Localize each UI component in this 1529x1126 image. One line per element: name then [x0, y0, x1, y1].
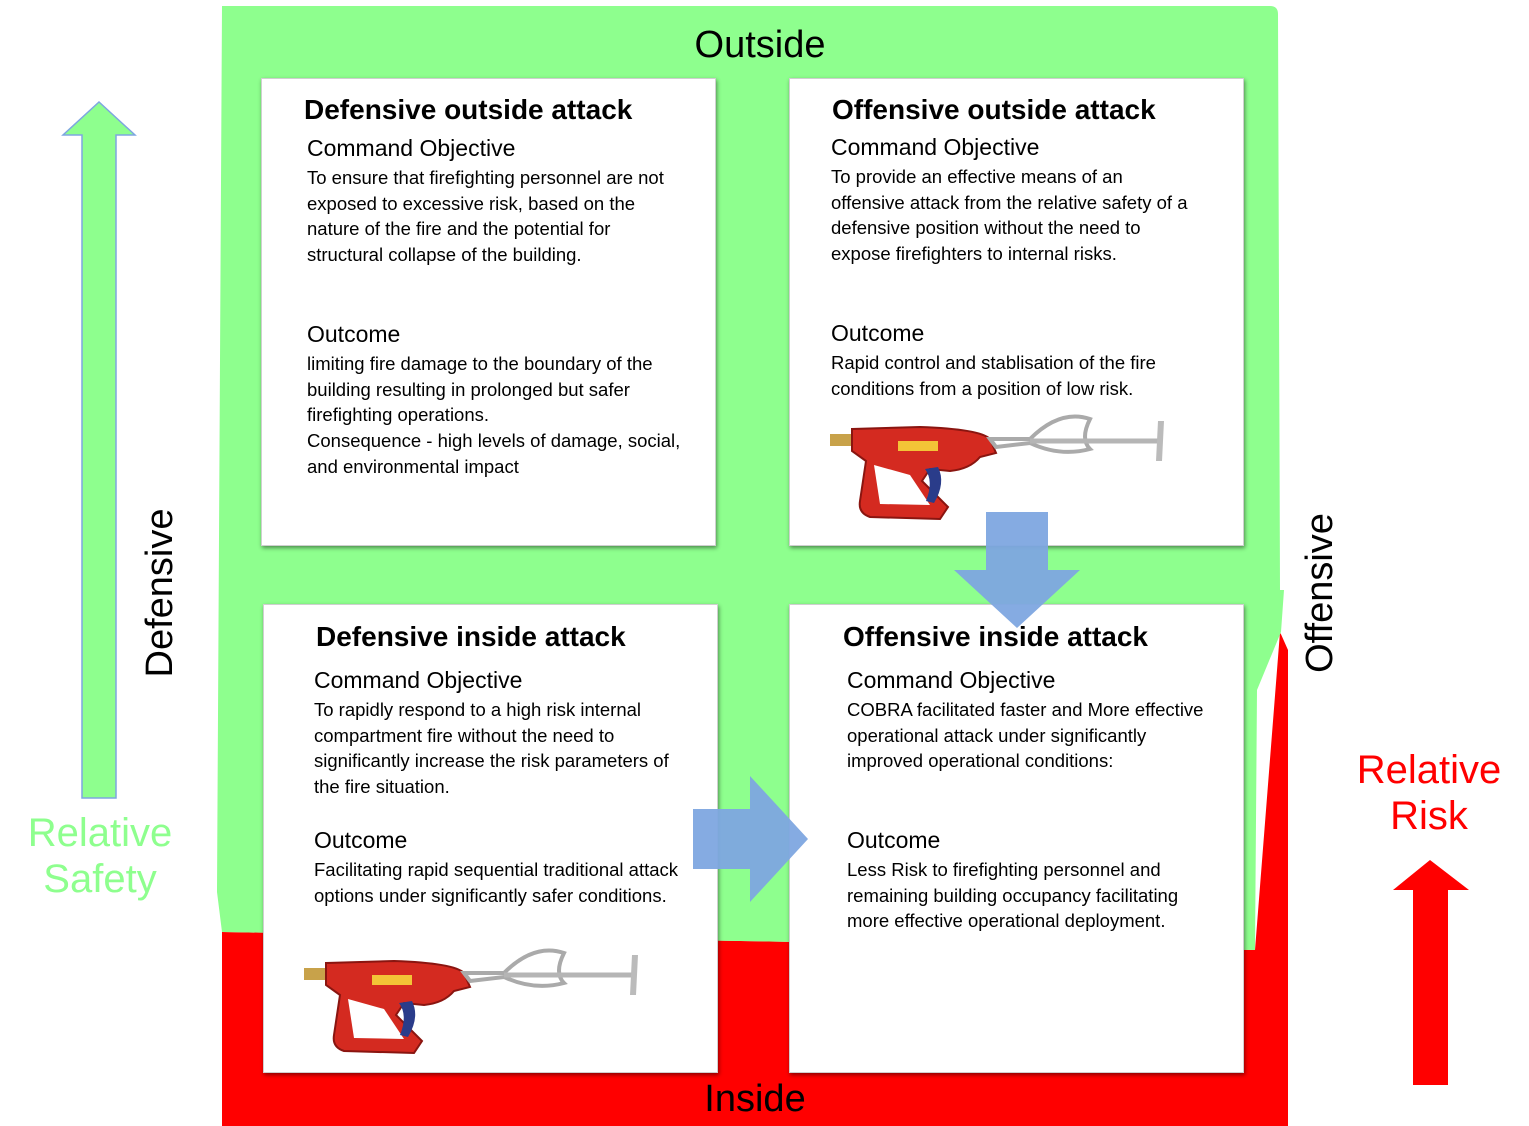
- objective-text: To rapidly respond to a high risk intern…: [314, 699, 669, 797]
- objective-heading: Command Objective: [307, 135, 516, 161]
- outcome-heading: Outcome: [831, 320, 925, 346]
- relative-risk-line1: Relative: [1356, 748, 1502, 792]
- card-defensive-outside: Defensive outside attack Command Objecti…: [261, 78, 716, 546]
- relative-safety-label: Relative Safety: [0, 810, 200, 902]
- objective-heading: Command Objective: [847, 667, 1056, 693]
- objective-text: To ensure that firefighting personnel ar…: [307, 167, 664, 265]
- card-title: Offensive inside attack: [843, 621, 1149, 652]
- relative-safety-line2: Safety: [43, 857, 157, 901]
- card-title: Defensive outside attack: [304, 94, 633, 125]
- cobra-lance-image: [830, 414, 1164, 521]
- relative-risk-line2: Risk: [1390, 794, 1468, 838]
- inside-label: Inside: [704, 1078, 806, 1120]
- card-title: Defensive inside attack: [316, 621, 626, 652]
- outcome-text: Rapid control and stablisation of the fi…: [831, 352, 1156, 399]
- relative-risk-arrow: [1393, 860, 1469, 1085]
- outcome-text: Facilitating rapid sequential traditiona…: [314, 859, 679, 906]
- right-arrow-icon: [693, 776, 808, 902]
- consequence-text: Consequence - high levels of damage, soc…: [307, 430, 681, 477]
- outcome-text: limiting fire damage to the boundary of …: [307, 353, 653, 425]
- objective-text: To provide an effective means of an offe…: [831, 166, 1188, 264]
- outcome-heading: Outcome: [314, 827, 408, 853]
- relative-safety-arrow: [61, 100, 137, 799]
- relative-safety-line1: Relative: [27, 811, 173, 855]
- relative-risk-label: Relative Risk: [1329, 747, 1529, 839]
- down-arrow-icon: [954, 512, 1080, 628]
- objective-text: COBRA facilitated faster and More effect…: [847, 699, 1204, 771]
- outside-label: Outside: [694, 24, 826, 66]
- outcome-text: Less Risk to firefighting personnel and …: [847, 859, 1179, 931]
- objective-heading: Command Objective: [314, 667, 523, 693]
- outcome-heading: Outcome: [847, 827, 941, 853]
- outcome-heading: Outcome: [307, 321, 401, 347]
- card-title: Offensive outside attack: [832, 94, 1156, 125]
- card-defensive-inside: Defensive inside attack Command Objectiv…: [263, 604, 718, 1073]
- cobra-lance-image: [304, 948, 638, 1055]
- objective-heading: Command Objective: [831, 134, 1040, 160]
- card-offensive-outside: Offensive outside attack Command Objecti…: [789, 78, 1244, 546]
